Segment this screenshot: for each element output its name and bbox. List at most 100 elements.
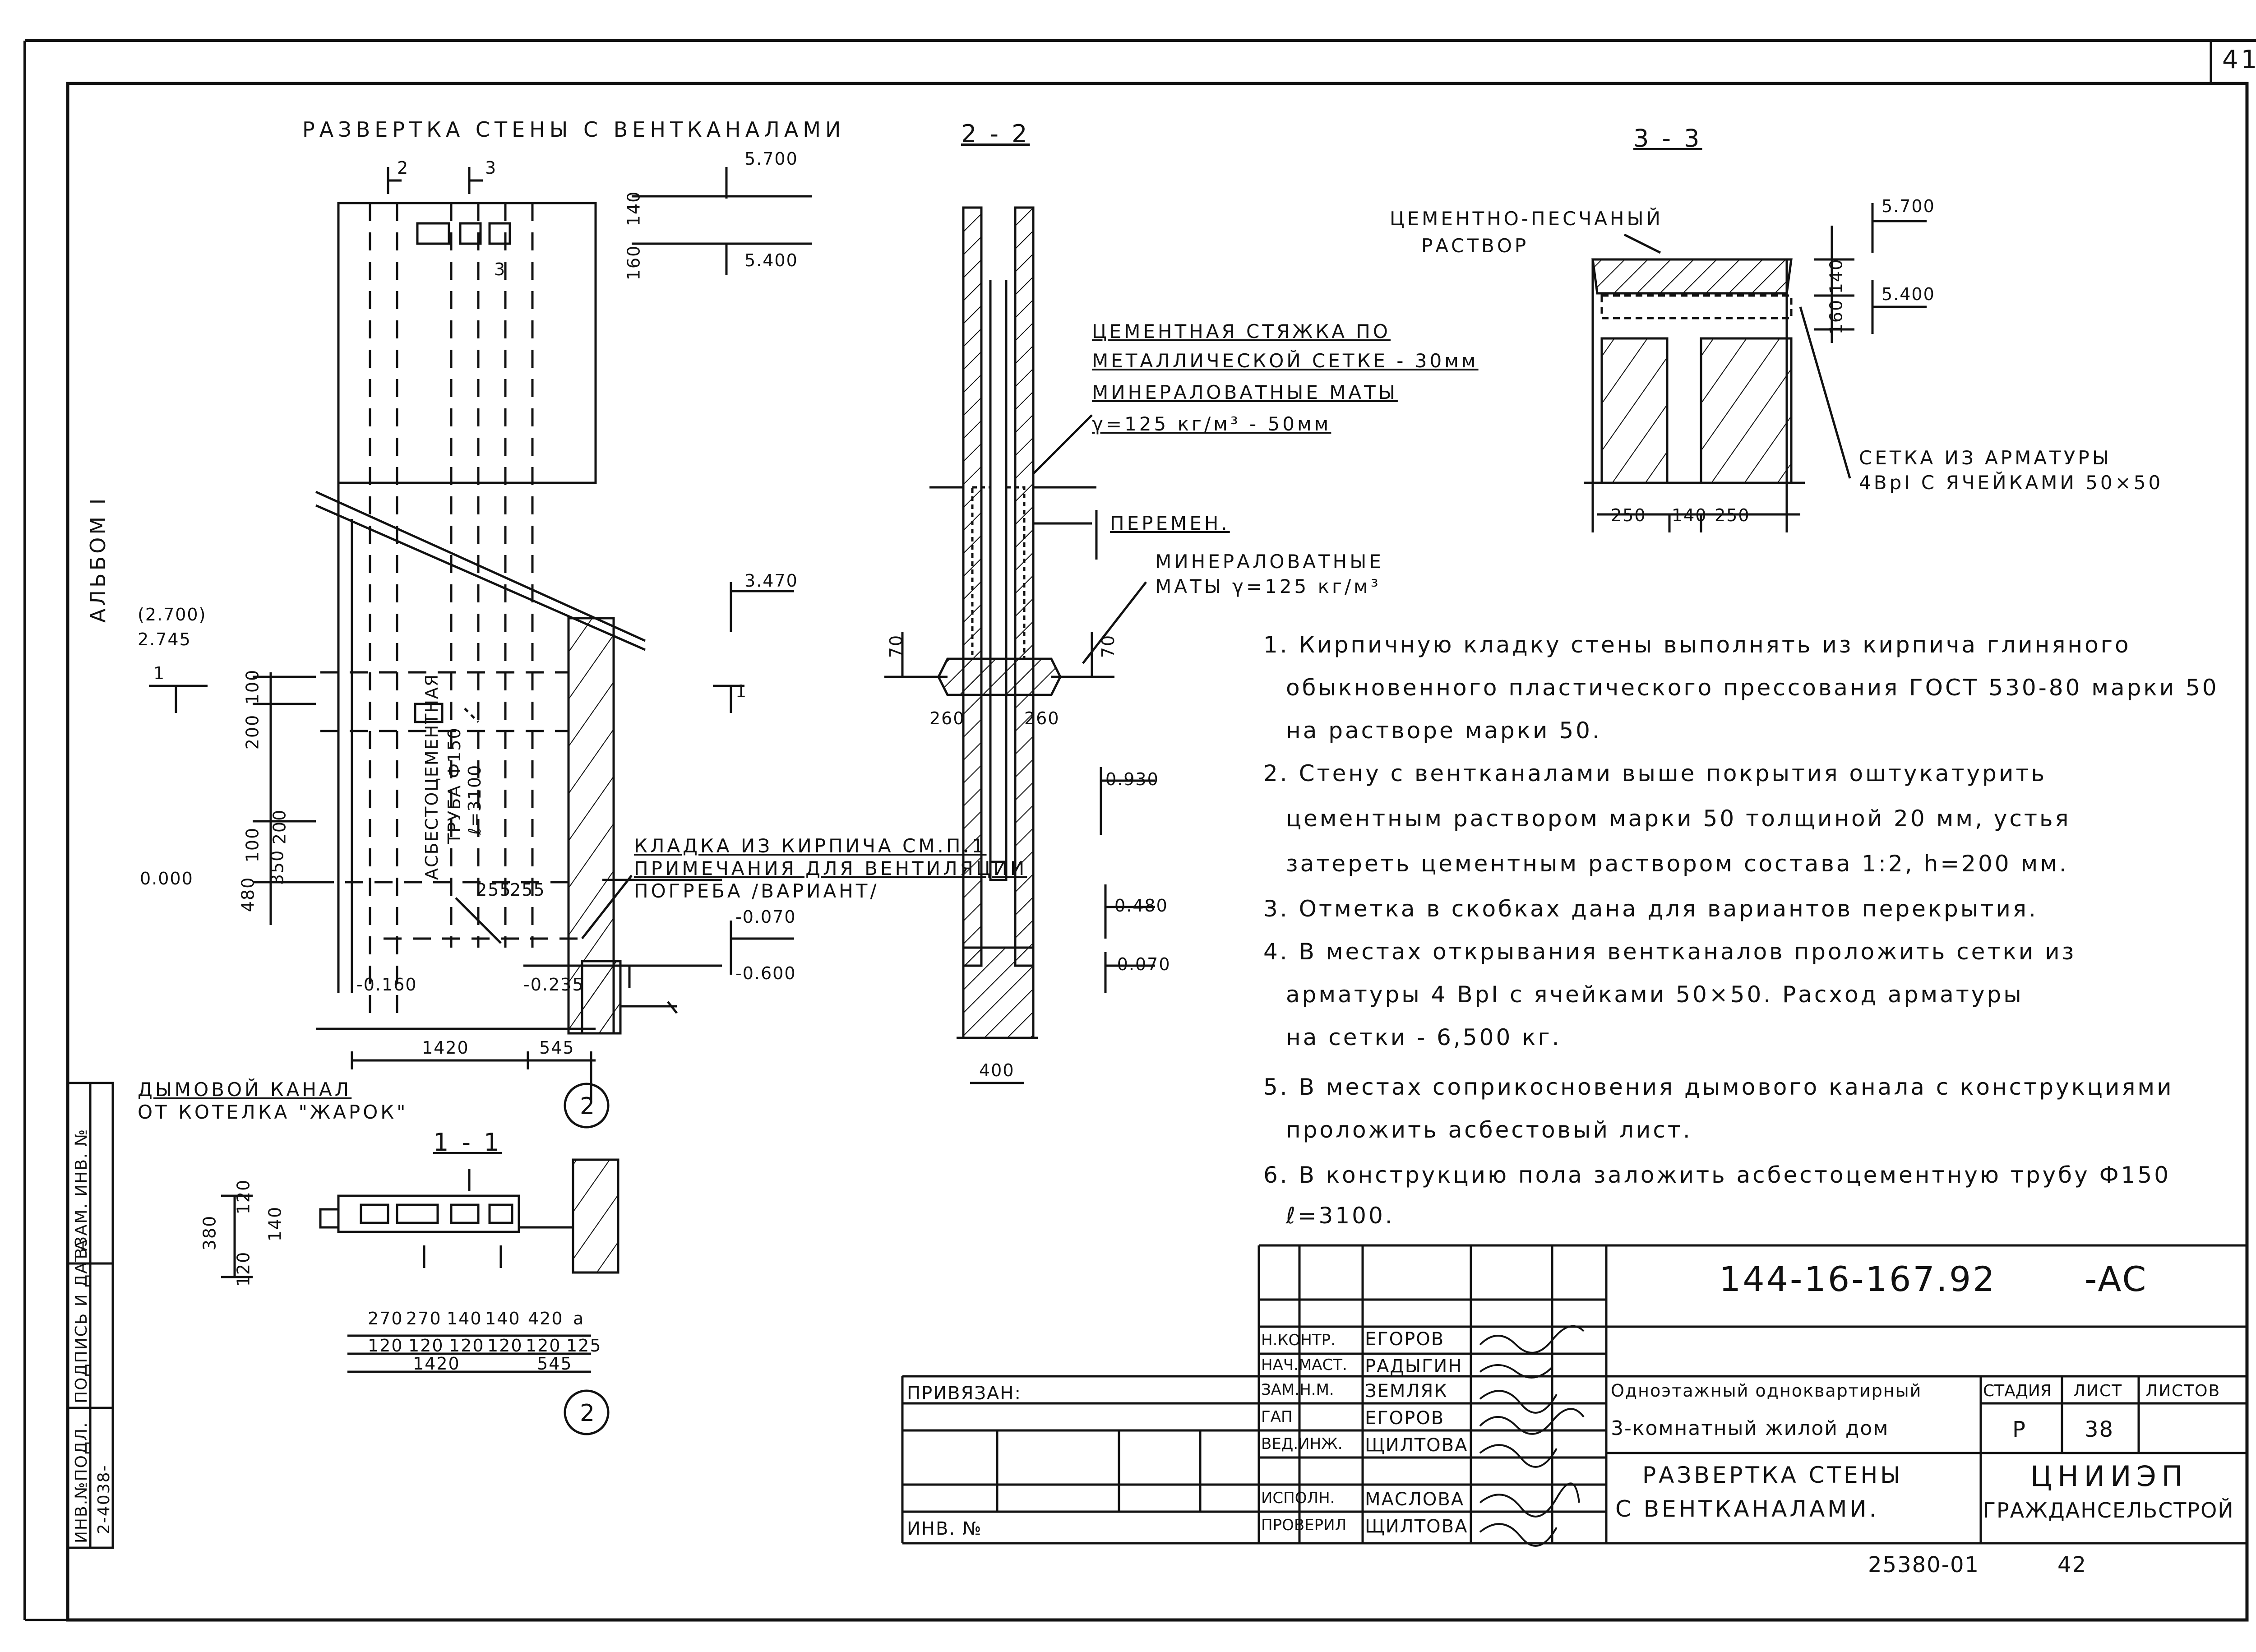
elevation-drawing — [149, 167, 812, 1101]
label-kladka-3: ПОГРЕБА /ВАРИАНТ/ — [634, 880, 879, 902]
elev-0480: 0.480 — [1114, 896, 1168, 916]
role-4-name: ЩИЛТОВА — [1365, 1435, 1468, 1456]
role-6-name: ЩИЛТОВА — [1365, 1516, 1468, 1537]
dim-1-bot-4: 120 — [526, 1336, 561, 1356]
note-line-2: на растворе марки 50. — [1286, 717, 1602, 744]
stage-header: СТАДИЯ — [1983, 1382, 2052, 1400]
callout-label-b: 2 — [580, 1400, 598, 1427]
dim-140: 140 — [624, 190, 644, 227]
label-screed-3: МИНЕРАЛОВАТНЫЕ МАТЫ — [1092, 381, 1398, 403]
title-block-frame — [901, 1244, 2248, 1545]
section-3-3-drawing — [1584, 203, 1927, 532]
label-minmats-2: МАТЫ γ=125 кг/м³ — [1155, 575, 1381, 597]
elev-0000: 0.000 — [140, 869, 194, 888]
dim-200a: 200 — [242, 714, 263, 750]
dim-1-120a: 120 — [233, 1179, 254, 1215]
note-line-3: 2. Стену с вентканалами выше покрытия ош… — [1263, 760, 2047, 787]
label-screed-4: γ=125 кг/м³ - 50мм — [1092, 413, 1331, 435]
section-1-1-title: 1 - 1 — [433, 1128, 502, 1157]
sheet-header: ЛИСТ — [2073, 1382, 2123, 1400]
label-kladka-1: КЛАДКА ИЗ КИРПИЧА СМ.П.1 — [634, 835, 987, 857]
project-line-2: 3-комнатный жилой дом — [1611, 1417, 1889, 1440]
elev-minus-0235: -0.235 — [523, 975, 584, 995]
label-mesh-2: 4ВрI С ЯЧЕЙКАМИ 50×50 — [1859, 472, 2164, 494]
dim-70a: 70 — [886, 634, 906, 658]
dim-3-250b: 250 — [1715, 505, 1750, 525]
dim-1-top-2: 140 — [447, 1309, 482, 1328]
dim-1-top-1: 270 — [406, 1309, 442, 1328]
dim-1-top-4: 420 — [528, 1309, 564, 1328]
dim-1-total-1420: 1420 — [413, 1354, 460, 1374]
elev-minus-0160: -0.160 — [356, 975, 417, 995]
side-stamp-inv-podl: ИНВ.№ПОДЛ. — [72, 1421, 91, 1543]
dim-100b: 100 — [242, 827, 263, 863]
note-line-11: проложить асбестовый лист. — [1286, 1117, 1692, 1143]
dim-260b: 260 — [1024, 708, 1060, 728]
note-line-0: 1. Кирпичную кладку стены выполнять из к… — [1263, 632, 2131, 658]
dim-70b: 70 — [1098, 634, 1119, 658]
elev-3-5700: 5.700 — [1882, 196, 1935, 216]
note-line-6: 3. Отметка в скобках дана для вариантов … — [1263, 896, 2038, 922]
dim-400: 400 — [979, 1060, 1015, 1080]
side-stamp-inv-podl-value: 2-4038- — [95, 1464, 113, 1534]
cut-mark-1-left: 1 — [153, 663, 166, 683]
label-screed-1: ЦЕМЕНТНАЯ СТЯЖКА ПО — [1092, 320, 1391, 342]
note-line-10: 5. В местах соприкосновения дымового кан… — [1263, 1074, 2174, 1100]
label-cement-sand-2: РАСТВОР — [1421, 235, 1529, 257]
dim-3-250a: 250 — [1611, 505, 1646, 525]
dim-1-total-545: 545 — [537, 1354, 573, 1374]
section-2-2-drawing — [884, 206, 1155, 1084]
role-1: НАЧ.МАСТ. — [1261, 1356, 1347, 1374]
footer-right-number: 42 — [2057, 1552, 2087, 1578]
label-screed-2: МЕТАЛЛИЧЕСКОЙ СЕТКЕ - 30мм — [1092, 350, 1479, 372]
dim-1420: 1420 — [422, 1038, 469, 1058]
elev-5700: 5.700 — [744, 149, 798, 169]
note-line-5: затереть цементным раствором состава 1:2… — [1286, 851, 2069, 877]
role-3-name: ЕГОРОВ — [1365, 1408, 1445, 1429]
dim-3-160: 160 — [1826, 299, 1846, 335]
callout-circle-a — [564, 1083, 610, 1129]
label-minmats-1: МИНЕРАЛОВАТНЫЕ — [1155, 551, 1384, 573]
side-stamp-vzam-inv: ВЗАМ. ИНВ. № — [72, 1128, 91, 1259]
note-line-8: арматуры 4 ВрI с ячейками 50×50. Расход … — [1286, 981, 2024, 1008]
dim-3-140b: 140 — [1672, 505, 1707, 525]
note-line-12: 6. В конструкцию пола заложить асбестоце… — [1263, 1162, 2171, 1188]
callout-circle-b — [564, 1389, 610, 1435]
sheet-title-1: РАЗВЕРТКА СТЕНЫ — [1642, 1462, 1903, 1488]
dim-1-bot-0: 120 — [368, 1336, 403, 1356]
doc-code: 144-16-167.92 — [1719, 1259, 1997, 1299]
sheet-title-2: С ВЕНТКАНАЛАМИ. — [1615, 1496, 1879, 1522]
footer-left-code: 25380-01 — [1868, 1552, 1980, 1578]
note-line-9: на сетки - 6,500 кг. — [1286, 1024, 1562, 1050]
dim-260a: 260 — [929, 708, 965, 728]
label-smoke-2: ОТ КОТЕЛКА "ЖАРОК" — [138, 1101, 408, 1123]
privyazan-label: ПРИВЯЗАН: — [907, 1383, 1022, 1404]
elev-0930: 0.930 — [1105, 769, 1159, 789]
role-2: ЗАМ.Н.М. — [1261, 1381, 1334, 1399]
label-peremen: ПЕРЕМЕН. — [1110, 512, 1230, 534]
dim-1-top-0: 270 — [368, 1309, 403, 1328]
dim-1-bot-2: 120 — [449, 1336, 485, 1356]
dim-480: 480 — [238, 876, 258, 912]
dim-3-140: 140 — [1826, 258, 1846, 294]
role-5-name: МАСЛОВА — [1365, 1489, 1465, 1510]
dim-1-bot-5: 125 — [566, 1336, 602, 1356]
role-1-name: РАДЫГИН — [1365, 1356, 1463, 1377]
dim-545: 545 — [539, 1038, 575, 1058]
cut-mark-2: 2 — [397, 158, 409, 178]
org-line-2: ГРАЖДАНСЕЛЬСТРОЙ — [1983, 1498, 2234, 1522]
section-1-1-drawing — [221, 1158, 619, 1373]
elev-5400: 5.400 — [744, 250, 798, 270]
dim-1-top-5: a — [573, 1309, 585, 1328]
dim-255b: 255 — [510, 880, 546, 900]
note-line-7: 4. В местах открывания вентканалов проло… — [1263, 939, 2076, 965]
dim-255a: 255 — [476, 880, 512, 900]
label-smoke-1: ДЫМОВОЙ КАНАЛ — [138, 1078, 352, 1101]
dim-160: 160 — [624, 245, 644, 281]
dim-1-140: 140 — [265, 1206, 285, 1242]
role-6: ПРОВЕРИЛ — [1261, 1516, 1347, 1534]
role-0-name: ЕГОРОВ — [1365, 1329, 1445, 1350]
label-cement-sand-1: ЦЕМЕНТНО-ПЕСЧАНЫЙ — [1390, 208, 1663, 230]
dim-100a: 100 — [242, 669, 263, 705]
